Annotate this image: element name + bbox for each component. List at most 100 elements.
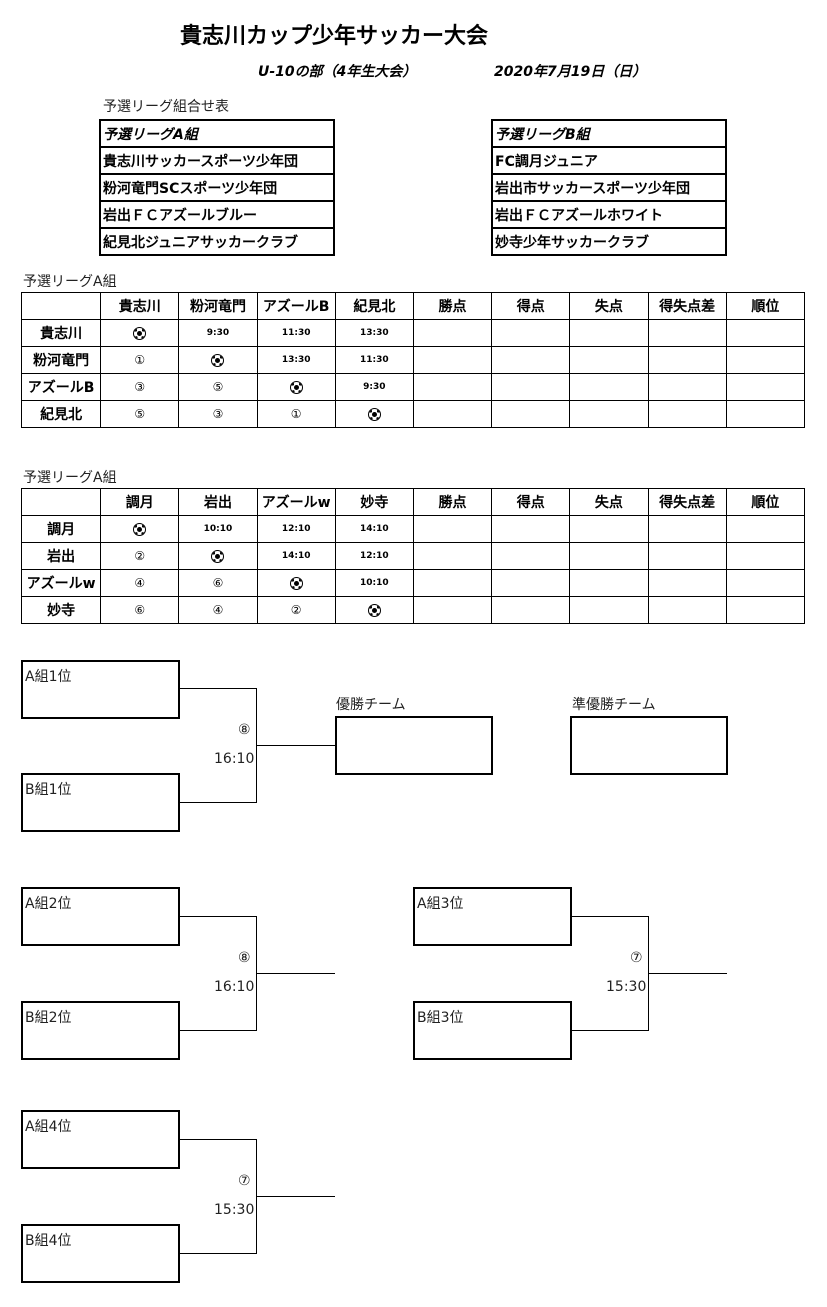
match-time: 16:10 (214, 979, 255, 995)
slot-label: B組2位 (25, 1010, 72, 1026)
bracket-line (256, 1196, 335, 1197)
bracket-line (256, 973, 335, 974)
match-time: 16:10 (214, 751, 255, 767)
result-cell (569, 373, 649, 401)
match-cell: 12:10 (256, 515, 336, 543)
bracket-slot-b2: B組2位 (21, 1001, 180, 1060)
groups-section-label: 予選リーグ組合せ表 (103, 99, 229, 115)
match-cell: 9:30 (178, 319, 258, 347)
column-header: 粉河竜門 (178, 292, 258, 320)
result-cell (569, 542, 649, 570)
bracket-line (572, 1030, 649, 1031)
bracket-slot-a1: A組1位 (21, 660, 180, 719)
column-header: 得失点差 (647, 292, 727, 320)
result-cell (647, 319, 727, 347)
winner-label: 優勝チーム (336, 697, 406, 713)
result-cell (647, 515, 727, 543)
match-cell: ⑥ (178, 569, 258, 597)
result-cell (725, 400, 806, 428)
soccer-ball-icon (289, 380, 303, 394)
self-match-cell (256, 569, 336, 597)
match-cell: 10:10 (178, 515, 258, 543)
soccer-ball-icon (133, 326, 147, 340)
soccer-ball-icon (367, 407, 381, 421)
row-team-name: 妙寺 (20, 596, 102, 624)
court-number: ⑧ (238, 722, 251, 738)
column-header: アズールw (256, 488, 336, 516)
result-cell (491, 515, 571, 543)
group-b-team-list: 予選リーグB組 FC調月ジュニア 岩出市サッカースポーツ少年団 岩出ＦＣアズール… (491, 119, 727, 256)
self-match-cell (178, 346, 258, 374)
match-cell: ④ (100, 569, 180, 597)
match-cell: ② (100, 542, 180, 570)
group-a-team: 貴志川サッカースポーツ少年団 (99, 146, 335, 175)
slot-label: A組1位 (25, 669, 72, 685)
bracket-line (180, 802, 257, 803)
column-header: 調月 (100, 488, 180, 516)
bracket-line (572, 916, 649, 917)
result-cell (647, 569, 727, 597)
bracket-line (648, 973, 727, 974)
column-header (20, 292, 102, 320)
self-match-cell (100, 319, 180, 347)
result-cell (491, 346, 571, 374)
column-header: 得点 (491, 292, 571, 320)
group-b-team: 妙寺少年サッカークラブ (491, 227, 727, 256)
row-team-name: アズールB (20, 373, 102, 401)
result-cell (412, 542, 493, 570)
result-cell (412, 569, 493, 597)
group-b-header: 予選リーグB組 (491, 119, 727, 148)
result-cell (569, 515, 649, 543)
self-match-cell (334, 400, 414, 428)
bracket-line (180, 916, 257, 917)
match-cell: ② (256, 596, 336, 624)
match-cell: ④ (178, 596, 258, 624)
result-cell (569, 346, 649, 374)
runner-up-box (570, 716, 728, 775)
match-cell: 14:10 (334, 515, 414, 543)
match-cell: 12:10 (334, 542, 414, 570)
result-cell (491, 569, 571, 597)
column-header (20, 488, 102, 516)
bracket-slot-b1: B組1位 (21, 773, 180, 832)
result-cell (725, 373, 806, 401)
row-team-name: アズールw (20, 569, 102, 597)
court-number: ⑧ (238, 950, 251, 966)
column-header: 貴志川 (100, 292, 180, 320)
result-cell (725, 515, 806, 543)
group-a-header: 予選リーグA組 (99, 119, 335, 148)
row-team-name: 岩出 (20, 542, 102, 570)
bracket-line (256, 745, 336, 746)
result-cell (491, 542, 571, 570)
match-cell: ⑤ (100, 400, 180, 428)
result-cell (491, 596, 571, 624)
row-team-name: 紀見北 (20, 400, 102, 428)
group-b-team: FC調月ジュニア (491, 146, 727, 175)
result-cell (569, 319, 649, 347)
bracket-slot-a4: A組4位 (21, 1110, 180, 1169)
result-cell (412, 596, 493, 624)
result-cell (647, 596, 727, 624)
group-b-team: 岩出ＦＣアズールホワイト (491, 200, 727, 229)
row-team-name: 粉河竜門 (20, 346, 102, 374)
group-a-team: 粉河竜門SCスポーツ少年団 (99, 173, 335, 202)
self-match-cell (178, 542, 258, 570)
self-match-cell (334, 596, 414, 624)
row-team-name: 調月 (20, 515, 102, 543)
result-cell (725, 542, 806, 570)
slot-label: A組3位 (417, 896, 464, 912)
result-cell (569, 569, 649, 597)
match-cell: ③ (100, 373, 180, 401)
match-cell: 9:30 (334, 373, 414, 401)
result-cell (647, 400, 727, 428)
bracket-line (180, 688, 257, 689)
match-cell: 14:10 (256, 542, 336, 570)
match-cell: ⑥ (100, 596, 180, 624)
self-match-cell (256, 373, 336, 401)
soccer-ball-icon (133, 522, 147, 536)
